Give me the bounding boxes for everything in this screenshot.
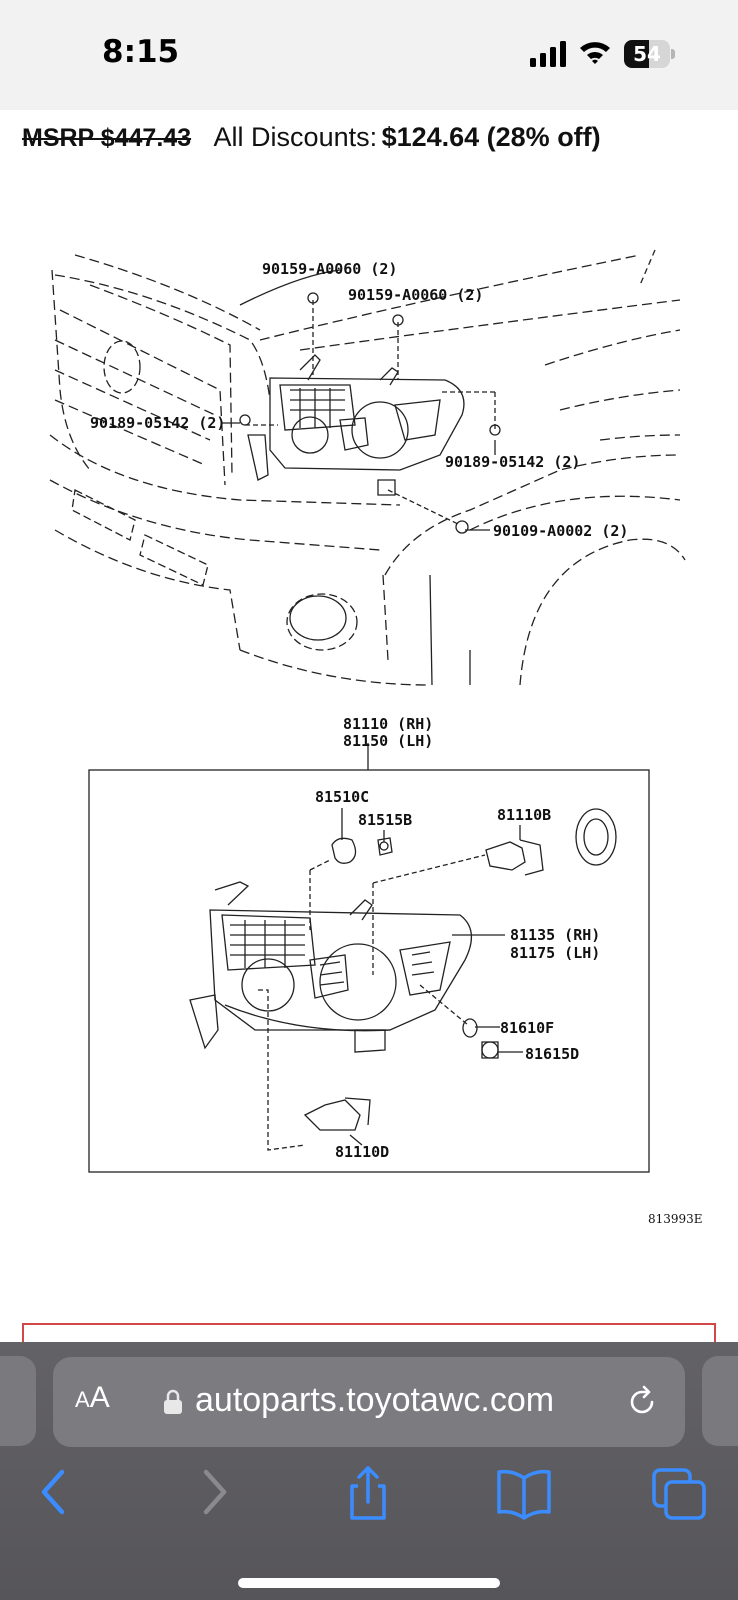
lock-icon: [164, 1389, 182, 1414]
aa-large-letter: A: [89, 1381, 110, 1414]
label-assembly-lh: 81150 (LH): [343, 732, 433, 750]
label-90159-a0060-left: 90159-A0060 (2): [262, 260, 397, 278]
label-81610f: 81610F: [500, 1019, 554, 1037]
signal-icon: [530, 41, 566, 67]
reader-settings-button[interactable]: AA: [75, 1381, 110, 1415]
price-summary: MSRP $447.43 All Discounts: $124.64 (28%…: [22, 122, 722, 162]
tabs-icon[interactable]: [650, 1462, 710, 1522]
browser-bottom-bar: AA autoparts.toyotawc.com: [0, 1342, 738, 1600]
aa-small-letter: A: [75, 1387, 90, 1412]
battery-icon: 54: [624, 40, 676, 68]
browser-toolbar: [0, 1462, 738, 1532]
address-bar[interactable]: AA autoparts.toyotawc.com: [53, 1357, 685, 1447]
label-90109-a0002: 90109-A0002 (2): [493, 522, 628, 540]
label-90189-05142-left: 90189-05142 (2): [90, 414, 225, 432]
label-81110b: 81110B: [497, 806, 551, 824]
diagram-reference-code: 813993E: [648, 1212, 703, 1226]
label-81175-lh: 81175 (LH): [510, 944, 600, 962]
label-81110d: 81110D: [335, 1143, 389, 1161]
label-81615d: 81615D: [525, 1045, 579, 1063]
forward-icon[interactable]: [184, 1462, 244, 1522]
reload-icon[interactable]: [625, 1385, 659, 1419]
home-indicator: [238, 1578, 500, 1588]
back-icon[interactable]: [24, 1462, 84, 1522]
wifi-icon: [580, 42, 610, 64]
battery-level: 54: [633, 42, 661, 66]
label-assembly-rh: 81110 (RH): [343, 715, 433, 733]
label-90189-05142-right: 90189-05142 (2): [445, 453, 580, 471]
label-81515b: 81515B: [358, 811, 412, 829]
msrp-price: MSRP $447.43: [22, 124, 192, 152]
url-text[interactable]: autoparts.toyotawc.com: [195, 1381, 555, 1419]
bookmarks-icon[interactable]: [494, 1462, 554, 1522]
next-tab-preview[interactable]: [702, 1356, 738, 1446]
share-icon[interactable]: [338, 1462, 398, 1522]
label-81510c: 81510C: [315, 788, 369, 806]
status-bar: 8:15 54: [0, 0, 738, 110]
status-time: 8:15: [102, 34, 180, 70]
previous-tab-preview[interactable]: [0, 1356, 36, 1446]
label-90159-a0060-right: 90159-A0060 (2): [348, 286, 483, 304]
discounts-label: All Discounts:: [213, 122, 378, 152]
parts-diagram: 90159-A0060 (2) 90159-A0060 (2) 90189-05…: [49, 249, 703, 1226]
discounts-value: $124.64 (28% off): [381, 122, 601, 152]
label-81135-rh: 81135 (RH): [510, 926, 600, 944]
